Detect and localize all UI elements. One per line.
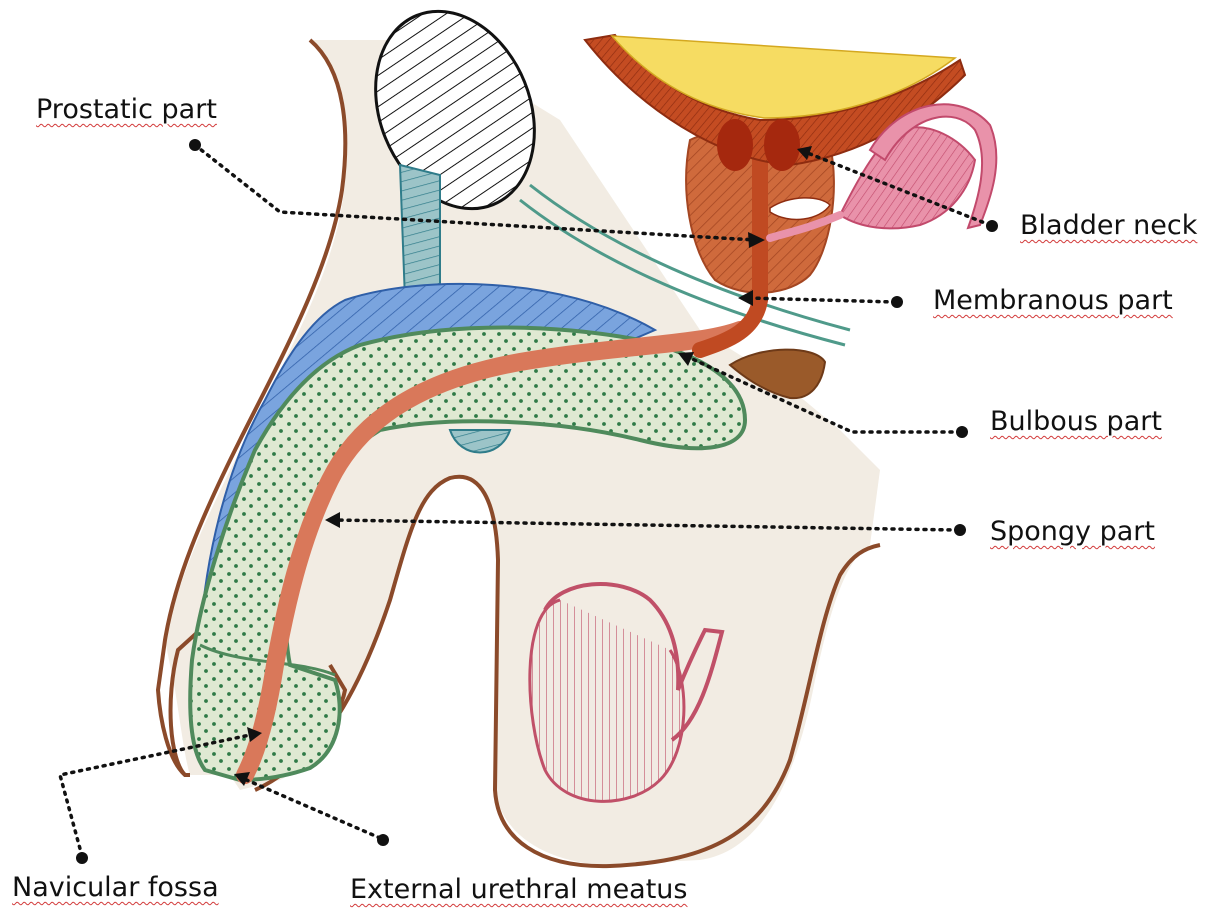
- label-bladder-neck: Bladder neck: [1020, 212, 1197, 239]
- dot-prostatic: [189, 139, 201, 151]
- leader-membranous: [748, 298, 895, 302]
- label-bulbous-part: Bulbous part: [990, 408, 1162, 435]
- label-prostatic-part: Prostatic part: [36, 96, 217, 123]
- dot-membranous: [891, 296, 903, 308]
- dot-navicular: [76, 852, 88, 864]
- bladder-neck-left: [717, 119, 753, 171]
- label-navicular-fossa: Navicular fossa: [12, 874, 219, 901]
- bladder-neck-right: [764, 119, 800, 171]
- label-membranous-part: Membranous part: [933, 287, 1173, 314]
- label-external-urethral-meatus: External urethral meatus: [350, 876, 688, 903]
- dot-bladder-neck: [986, 220, 998, 232]
- suspensory-ligament: [400, 165, 440, 300]
- label-spongy-part: Spongy part: [990, 518, 1155, 545]
- dot-bulbous: [956, 426, 968, 438]
- dot-spongy: [954, 524, 966, 536]
- leader-external: [242, 778, 380, 838]
- dot-external: [377, 834, 389, 846]
